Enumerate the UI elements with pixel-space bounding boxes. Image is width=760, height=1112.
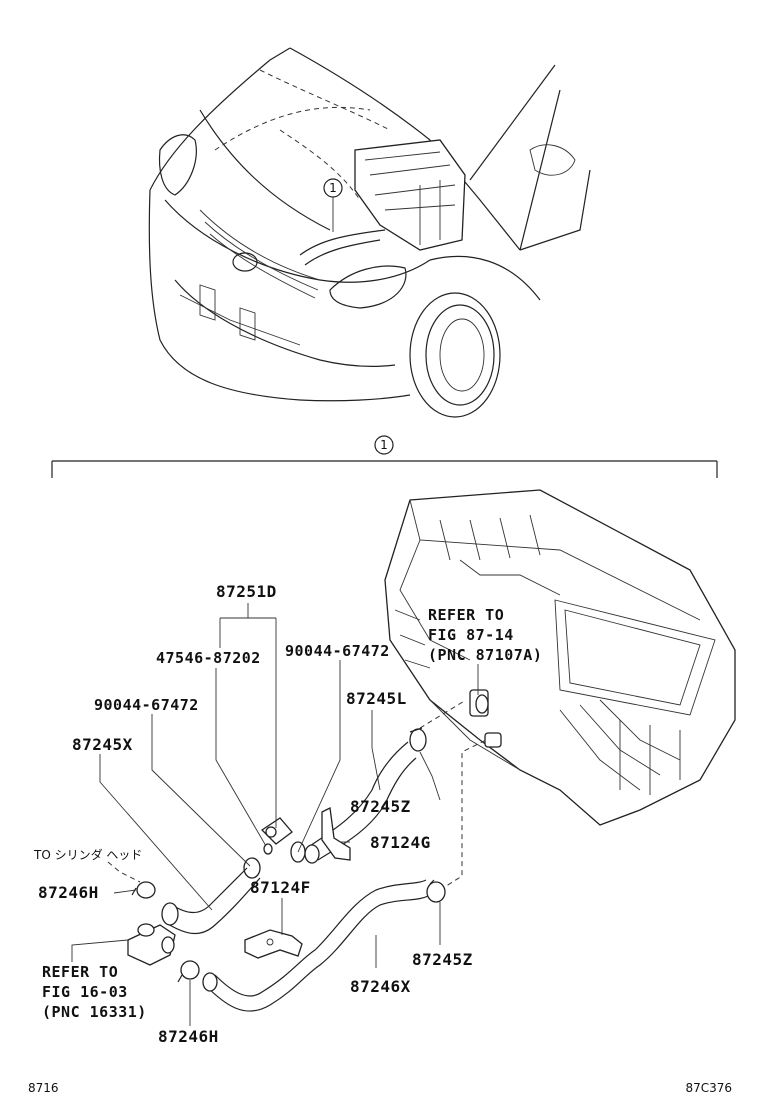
label-87245L: 87245L: [346, 689, 407, 708]
label-87246X: 87246X: [350, 977, 411, 996]
label-87246H-lower: 87246H: [158, 1027, 219, 1046]
refer-engine-line1: REFER TO: [42, 963, 118, 981]
clamp-87246H-upper: [131, 881, 156, 899]
clamp-90044-left: [243, 857, 261, 879]
label-87251D: 87251D: [216, 582, 277, 601]
label-87245X: 87245X: [72, 735, 133, 754]
refer-heater-line2: FIG 87-14: [428, 626, 514, 644]
label-to-cylinder-head: TO シリンダ ヘッド: [33, 847, 142, 862]
hose-87245X: [161, 867, 261, 935]
label-87124F: 87124F: [250, 878, 311, 897]
label-87246H-upper: 87246H: [38, 883, 99, 902]
clamp-87246H-lower: [177, 960, 200, 983]
leader-lines: [71, 603, 479, 1026]
label-87245Z-lower: 87245Z: [412, 950, 473, 969]
refer-heater-line1: REFER TO: [428, 606, 504, 624]
clamp-87245Z-lower: [426, 879, 446, 903]
bracket-87124G: [321, 807, 351, 861]
bracket-87124F: [244, 929, 303, 959]
label-90044-67472-right: 90044-67472: [285, 642, 390, 660]
engine-outlet-fitting: [127, 923, 176, 966]
label-90044-67472-left: 90044-67472: [94, 696, 199, 714]
refer-engine-line3: (PNC 16331): [42, 1003, 147, 1021]
refer-engine-line2: FIG 16-03: [42, 983, 128, 1001]
clamp-87245Z-upper: [409, 727, 427, 752]
refer-heater-line3: (PNC 87107A): [428, 646, 542, 664]
section-bracket: [51, 435, 718, 478]
label-87245Z-upper: 87245Z: [350, 797, 411, 816]
callout-marker-car: 1: [329, 181, 337, 195]
footer-right-code: 87C376: [685, 1081, 732, 1095]
dashed-link-lower: [439, 739, 487, 891]
label-47546-87202: 47546-87202: [156, 649, 261, 667]
footer-left-code: 8716: [28, 1081, 59, 1095]
heater-unit-illustration: [384, 489, 736, 826]
car-front-illustration: [148, 47, 591, 418]
label-87124G: 87124G: [370, 833, 431, 852]
pipe-87251D: [260, 817, 293, 845]
oring-47546: [263, 843, 273, 855]
hose-87246X: [202, 879, 431, 1012]
callout-marker-bracket: 1: [380, 438, 388, 452]
